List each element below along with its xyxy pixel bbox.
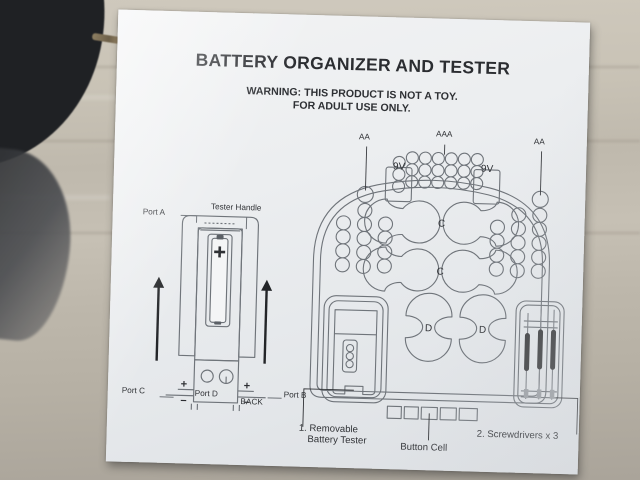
- screwdriver: [523, 309, 557, 400]
- label-c-row-2: C: [436, 266, 444, 277]
- organizer-diagram-svg: 9V 9V C C D D: [302, 144, 579, 442]
- instruction-sheet: BATTERY ORGANIZER AND TESTER WARNING: TH…: [105, 9, 591, 475]
- label-port-d: Port D: [194, 388, 219, 399]
- tester-diagram-svg: + – + –: [153, 214, 282, 414]
- label-d-slot-1: D: [425, 323, 433, 334]
- port-b-plus-sign: +: [244, 380, 251, 392]
- label-aaa: AAA: [435, 129, 453, 139]
- callout-button-cell: Button Cell: [400, 441, 448, 454]
- label-9v-left: 9V: [393, 161, 406, 172]
- button-cell-slots: [386, 405, 478, 422]
- organizer-diagram: 9V 9V C C D D AA AAA AA 1. Removable Bat…: [291, 127, 590, 454]
- label-tester-handle: Tester Handle: [210, 202, 262, 213]
- label-9v-right: 9V: [481, 164, 494, 175]
- port-c-minus-sign: –: [180, 394, 186, 406]
- tester-body: [332, 309, 378, 396]
- callout-screwdrivers: 2. Screwdrivers x 3: [476, 428, 559, 442]
- label-port-a: Port A: [142, 207, 166, 217]
- label-aa-left: AA: [358, 132, 371, 142]
- label-back: BACK: [240, 397, 263, 407]
- tester-bay-outer: [321, 295, 389, 404]
- tester-diagram: + – + – Port A Tester Handle Port D Port…: [115, 188, 321, 414]
- label-aa-right: AA: [533, 137, 545, 147]
- label-d-slot-2: D: [479, 325, 487, 336]
- callout-removable-tester-line2: Battery Tester: [307, 433, 367, 447]
- label-port-c: Port C: [121, 385, 146, 396]
- port-c-plus-sign: +: [181, 378, 188, 390]
- label-c-row-1: C: [438, 219, 446, 230]
- page-title: BATTERY ORGANIZER AND TESTER: [195, 49, 511, 79]
- callout-leader: [364, 144, 543, 196]
